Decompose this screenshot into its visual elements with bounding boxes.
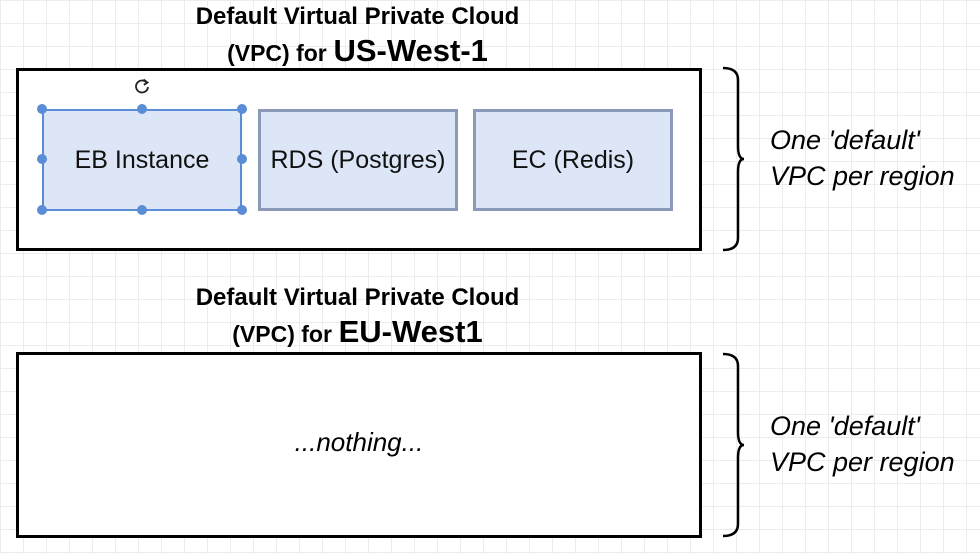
vpc1-note: One 'default' VPC per region: [770, 122, 955, 194]
vpc1-title-line1: Default Virtual Private Cloud: [195, 3, 520, 30]
service-rds-postgres[interactable]: RDS (Postgres): [258, 109, 458, 211]
vpc2-title: Default Virtual Private Cloud (VPC) for …: [150, 281, 565, 352]
selection-handle-right[interactable]: [237, 154, 247, 164]
vpc1-note-line2: VPC per region: [770, 161, 955, 191]
right-brace-icon: [722, 352, 745, 538]
right-brace-icon: [722, 66, 745, 252]
vpc2-note-line1: One 'default': [770, 411, 920, 441]
vpc1-title-prefix: (VPC) for: [227, 40, 327, 66]
vpc2-box[interactable]: ...nothing...: [16, 352, 702, 538]
vpc1-title-region: US-West-1: [333, 33, 488, 68]
vpc2-empty-text: ...nothing...: [294, 427, 424, 457]
selection-handle-top-left[interactable]: [37, 104, 47, 114]
service-rds-label: RDS (Postgres): [270, 145, 446, 174]
selection-handle-top-right[interactable]: [237, 104, 247, 114]
vpc2-note: One 'default' VPC per region: [770, 408, 955, 480]
service-ec-label: EC (Redis): [511, 145, 635, 174]
selection-handle-top[interactable]: [137, 104, 147, 114]
vpc2-note-line2: VPC per region: [770, 447, 955, 477]
service-eb-instance[interactable]: EB Instance: [42, 109, 242, 211]
rotate-icon[interactable]: [133, 77, 151, 95]
vpc2-title-region: EU-West1: [338, 314, 483, 349]
vpc1-title: Default Virtual Private Cloud (VPC) for …: [150, 0, 565, 71]
selection-handle-bottom-right[interactable]: [237, 205, 247, 215]
selection-handle-left[interactable]: [37, 154, 47, 164]
vpc2-title-prefix: (VPC) for: [232, 321, 332, 347]
selection-handle-bottom[interactable]: [137, 205, 147, 215]
vpc1-note-line1: One 'default': [770, 125, 920, 155]
service-eb-instance-label: EB Instance: [74, 145, 210, 174]
vpc2-title-line1: Default Virtual Private Cloud: [195, 284, 520, 311]
selection-handle-bottom-left[interactable]: [37, 205, 47, 215]
service-ec-redis[interactable]: EC (Redis): [473, 109, 673, 211]
